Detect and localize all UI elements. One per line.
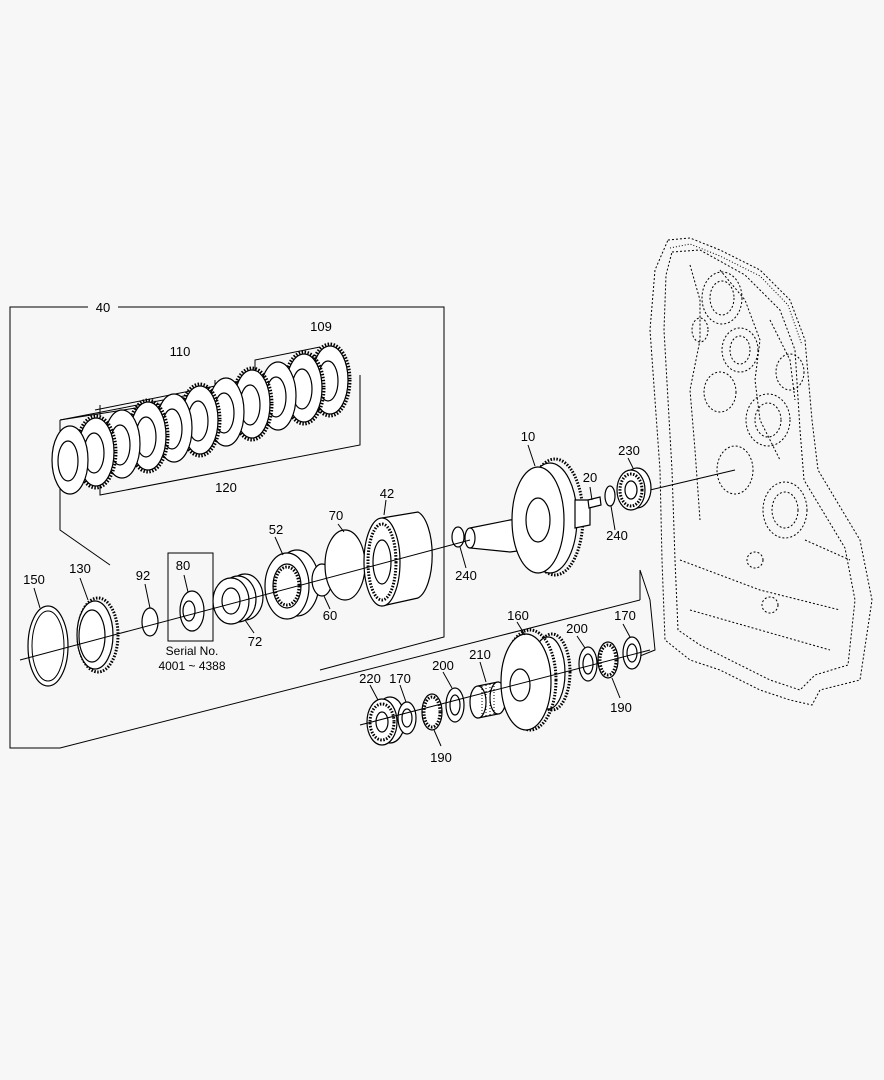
label-210: 210 bbox=[469, 647, 491, 662]
label-150: 150 bbox=[23, 572, 45, 587]
label-170-left: 170 bbox=[389, 671, 411, 686]
label-70: 70 bbox=[329, 508, 343, 523]
label-190-left: 190 bbox=[430, 750, 452, 765]
label-220: 220 bbox=[359, 671, 381, 686]
axis-line bbox=[649, 469, 736, 491]
transmission-housing bbox=[649, 237, 873, 706]
label-10: 10 bbox=[521, 429, 535, 444]
label-40: 40 bbox=[96, 300, 110, 315]
part-92-snap-ring bbox=[141, 607, 159, 637]
label-110: 110 bbox=[170, 344, 191, 359]
part-150-snap-ring bbox=[27, 605, 69, 687]
clutch-plate-stack bbox=[51, 342, 361, 566]
middle-axis-line bbox=[19, 539, 471, 661]
label-92: 92 bbox=[136, 568, 150, 583]
label-72: 72 bbox=[248, 634, 262, 649]
part-240-snap-ring-right bbox=[604, 485, 616, 507]
leader-lines bbox=[33, 444, 634, 747]
part-190-ring-right-teeth bbox=[598, 643, 618, 677]
label-240-right: 240 bbox=[606, 528, 628, 543]
label-42: 42 bbox=[380, 486, 394, 501]
label-109: 109 bbox=[310, 319, 332, 334]
group-40-bracket bbox=[9, 306, 656, 749]
label-200-right: 200 bbox=[566, 621, 588, 636]
label-160: 160 bbox=[507, 608, 529, 623]
part-220-bearing bbox=[366, 696, 406, 746]
serial-note-line1: Serial No. bbox=[166, 644, 219, 658]
label-20: 20 bbox=[583, 470, 597, 485]
part-230-bearing bbox=[616, 467, 652, 511]
label-60: 60 bbox=[323, 608, 337, 623]
part-20-pin bbox=[587, 496, 602, 509]
label-120: 120 bbox=[215, 480, 237, 495]
label-52: 52 bbox=[269, 522, 283, 537]
part-10-shaft-gear bbox=[464, 457, 591, 577]
part-72-spring-pack bbox=[212, 573, 264, 625]
part-200-washer-left-bore bbox=[449, 694, 461, 716]
serial-note-line2: 4001 ~ 4388 bbox=[158, 659, 225, 673]
part-200-washer-right-bore bbox=[582, 653, 594, 675]
label-240-left: 240 bbox=[455, 568, 477, 583]
label-230: 230 bbox=[618, 443, 640, 458]
part-70-o-ring bbox=[324, 529, 366, 601]
label-170-right: 170 bbox=[614, 608, 636, 623]
part-80-washer bbox=[167, 552, 214, 642]
part-130-end-plate bbox=[76, 596, 120, 674]
lower-axis-line bbox=[359, 649, 651, 726]
label-130: 130 bbox=[69, 561, 91, 576]
label-190-right: 190 bbox=[610, 700, 632, 715]
part-52-piston bbox=[264, 549, 320, 620]
label-80: 80 bbox=[176, 558, 190, 573]
label-200-left: 200 bbox=[432, 658, 454, 673]
part-190-ring-left-teeth bbox=[422, 695, 442, 729]
part-42-clutch-drum bbox=[363, 511, 433, 607]
clutch-plate-smooth bbox=[51, 425, 89, 495]
part-170-washer-right-bore bbox=[626, 643, 638, 663]
